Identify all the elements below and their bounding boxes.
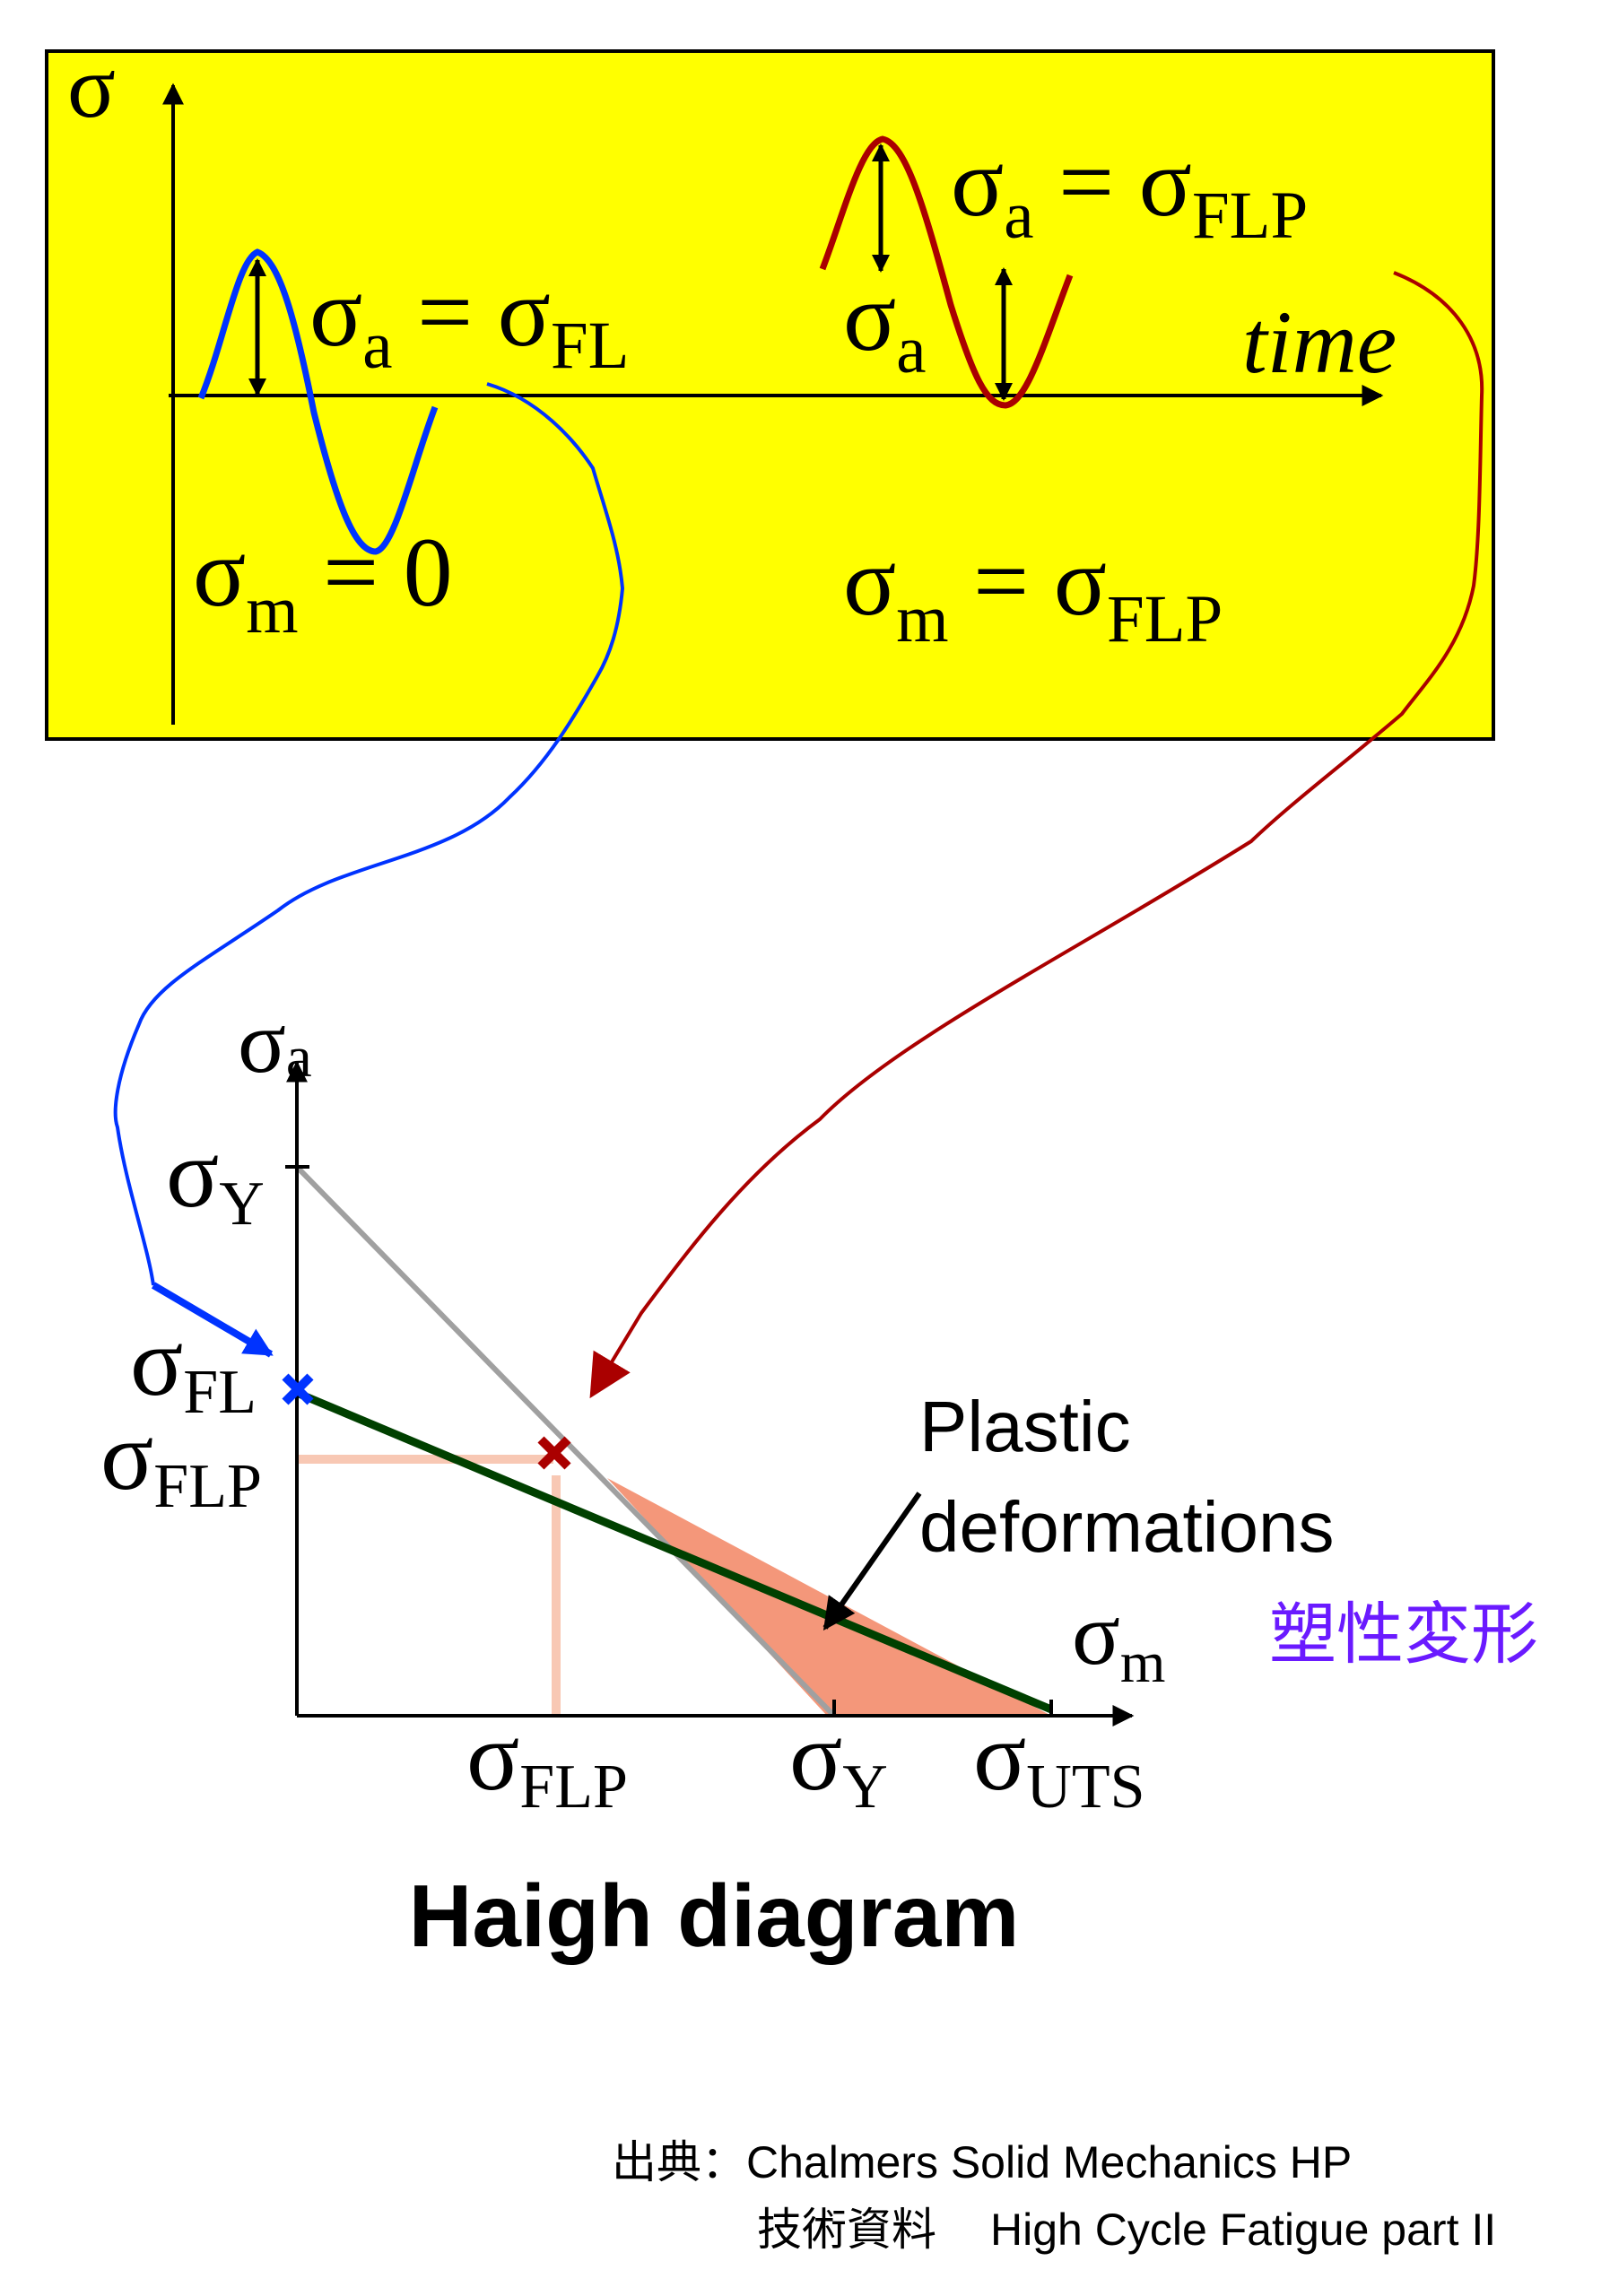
sigma-a-eq-sigma-fl: σa = σFL: [309, 257, 629, 383]
fully-reversed-signal: [197, 248, 439, 555]
sigma-a-label: σa: [843, 262, 927, 387]
x-label-sigma-uts: σUTS: [973, 1701, 1145, 1822]
sigma-m-axis-label: σm: [1072, 1584, 1165, 1695]
blue-connector-arrow: [113, 382, 625, 1286]
sigma-a-eq-sigma-flp: σa = σFLP: [951, 127, 1308, 253]
goodman-line: [295, 1388, 1053, 1714]
diagram-title: Haigh diagram: [409, 1866, 1020, 1965]
stress-axis-label: σ: [67, 37, 116, 136]
x-label-sigma-flp: σFLP: [466, 1701, 628, 1822]
blue-arrow-head-line: [151, 1282, 274, 1358]
plastic-label: Plastic: [919, 1387, 1131, 1466]
haigh-plot: σa σm σY σFL σFLP σFLP σY σUTS Plastic d…: [100, 992, 1538, 1822]
load-history-panel: σ time σa = σFL σm = 0 σa = σFLP σa σm =…: [45, 37, 1495, 741]
red-connector-arrow: [589, 271, 1484, 1399]
y-label-sigma-flp: σFLP: [100, 1401, 262, 1521]
y-label-sigma-y: σY: [166, 1118, 265, 1239]
time-axis-label: time: [1242, 292, 1397, 392]
source-line-1: 出典：Chalmers Solid Mechanics HP: [612, 2137, 1352, 2187]
y-label-sigma-fl: σFL: [130, 1307, 257, 1427]
x-label-sigma-y: σY: [789, 1701, 888, 1822]
sigma-m-eq-sigma-flp: σm = σFLP: [843, 526, 1223, 657]
plastic-deformation-jp-label: 塑性変形: [1269, 1596, 1538, 1672]
deformations-label: deformations: [919, 1487, 1334, 1567]
sigma-flp-marker-icon: [537, 1436, 571, 1470]
plastic-annotation-arrow: [822, 1492, 922, 1631]
sigma-m-eq-zero: σm = 0: [193, 517, 453, 648]
sigma-fl-marker-icon: [282, 1373, 314, 1405]
sigma-a-axis-label: σa: [238, 992, 312, 1091]
mean-stress-signal: [819, 135, 1074, 409]
